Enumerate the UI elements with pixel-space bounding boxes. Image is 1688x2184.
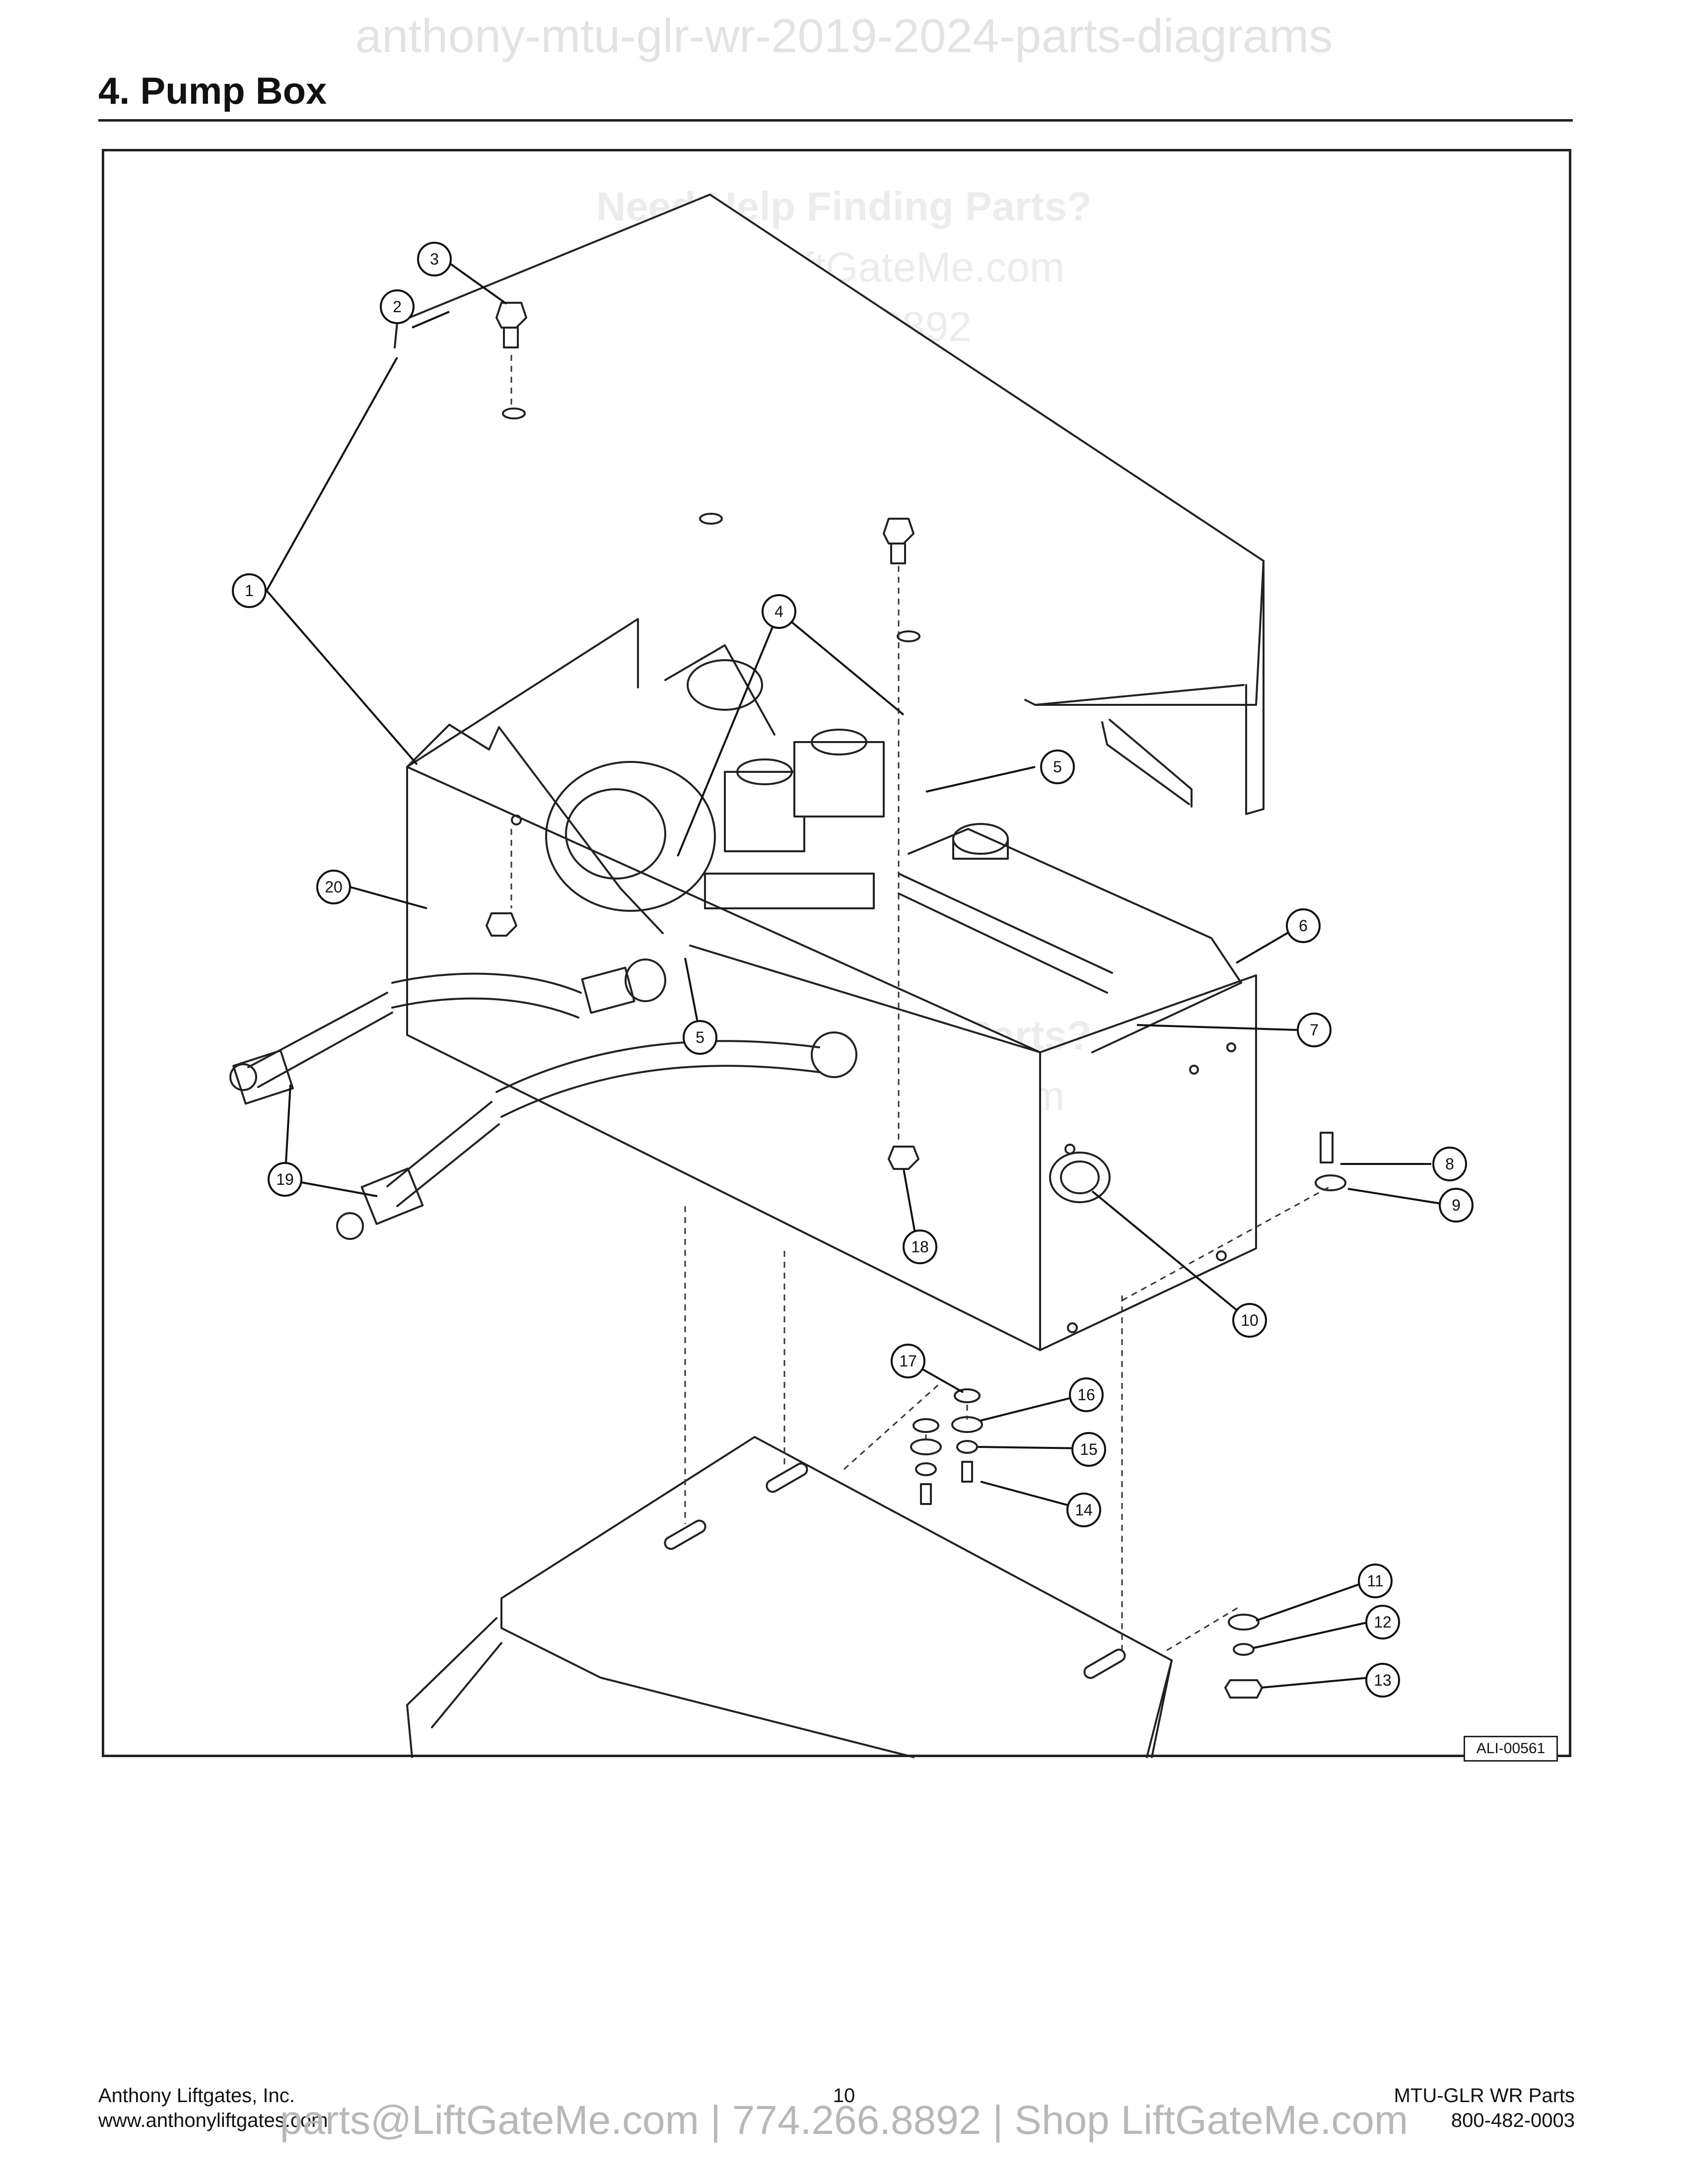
footer-company: Anthony Liftgates, Inc.: [98, 2085, 295, 2107]
pump-motor: [545, 644, 775, 912]
diagram-frame: [102, 149, 1571, 1757]
top-cover-part: [394, 194, 1265, 815]
svg-text:6: 6: [1299, 917, 1308, 935]
callout-10: 10: [1232, 1303, 1267, 1338]
callout-5-lower: 5: [683, 1020, 717, 1055]
callout-14: 14: [1066, 1493, 1101, 1527]
callout-9: 9: [1439, 1188, 1474, 1223]
footer-page-number: 10: [833, 2085, 855, 2107]
callout-18: 18: [903, 1229, 937, 1264]
bolt-parts: [486, 302, 1346, 1191]
callout-4: 4: [762, 594, 796, 629]
callout-17: 17: [891, 1344, 925, 1378]
footer-watermark: parts@LiftGateMe.com | 774.266.8892 | Sh…: [280, 2098, 1408, 2143]
callout-7: 7: [1297, 1013, 1332, 1047]
hoses: [229, 958, 857, 1240]
callout-1: 1: [232, 573, 267, 608]
callout-20: 20: [316, 870, 351, 904]
svg-text:19: 19: [276, 1170, 294, 1188]
svg-text:8: 8: [1445, 1155, 1454, 1173]
svg-text:2: 2: [393, 298, 402, 316]
callout-8: 8: [1432, 1147, 1467, 1181]
svg-text:18: 18: [911, 1238, 929, 1256]
svg-text:5: 5: [696, 1028, 704, 1046]
main-box-part: [406, 618, 1257, 1351]
callout-13: 13: [1365, 1663, 1400, 1698]
page-title: 4. Pump Box: [98, 70, 327, 112]
svg-text:15: 15: [1080, 1440, 1098, 1458]
drawing-id-label: ALI-00561: [1464, 1736, 1558, 1762]
footer-phone: 800-482-0003: [1451, 2110, 1575, 2131]
mount-hardware: [910, 1388, 1263, 1699]
callout-6: 6: [1286, 908, 1321, 943]
svg-text:9: 9: [1452, 1196, 1461, 1214]
callout-12: 12: [1365, 1605, 1400, 1639]
svg-text:3: 3: [430, 250, 439, 268]
svg-text:13: 13: [1374, 1671, 1392, 1689]
callout-19: 19: [268, 1162, 302, 1197]
valve-solenoids: [704, 729, 885, 909]
callout-15: 15: [1071, 1432, 1106, 1467]
svg-text:11: 11: [1367, 1572, 1383, 1590]
reservoir-tank-part: [898, 823, 1242, 1053]
svg-text:10: 10: [1241, 1311, 1259, 1329]
callout-2: 2: [380, 289, 415, 324]
header-watermark: anthony-mtu-glr-wr-2019-2024-parts-diagr…: [355, 9, 1333, 63]
svg-text:5: 5: [1053, 758, 1062, 776]
callout-bubbles: 1 2 3 4 5 5 6 7 8 9 10 11 12 13 14 15 16…: [232, 242, 1474, 1698]
callout-16: 16: [1069, 1377, 1104, 1412]
svg-text:16: 16: [1077, 1386, 1095, 1404]
callout-3: 3: [417, 242, 452, 276]
callout-11: 11: [1358, 1564, 1393, 1598]
svg-text:17: 17: [899, 1352, 917, 1370]
svg-text:1: 1: [245, 582, 254, 600]
svg-text:20: 20: [325, 878, 343, 896]
base-plate-part: [406, 1436, 1173, 1758]
svg-text:14: 14: [1075, 1501, 1093, 1519]
footer-doc-title: MTU-GLR WR Parts: [1394, 2085, 1575, 2107]
svg-text:4: 4: [774, 603, 783, 620]
callout-5-upper: 5: [1040, 750, 1075, 784]
title-rule: [98, 119, 1573, 122]
svg-text:7: 7: [1310, 1021, 1319, 1039]
footer-website[interactable]: www.anthonyliftgates.com: [98, 2110, 328, 2131]
svg-text:12: 12: [1374, 1613, 1392, 1631]
alignment-lines: [510, 355, 1331, 1653]
